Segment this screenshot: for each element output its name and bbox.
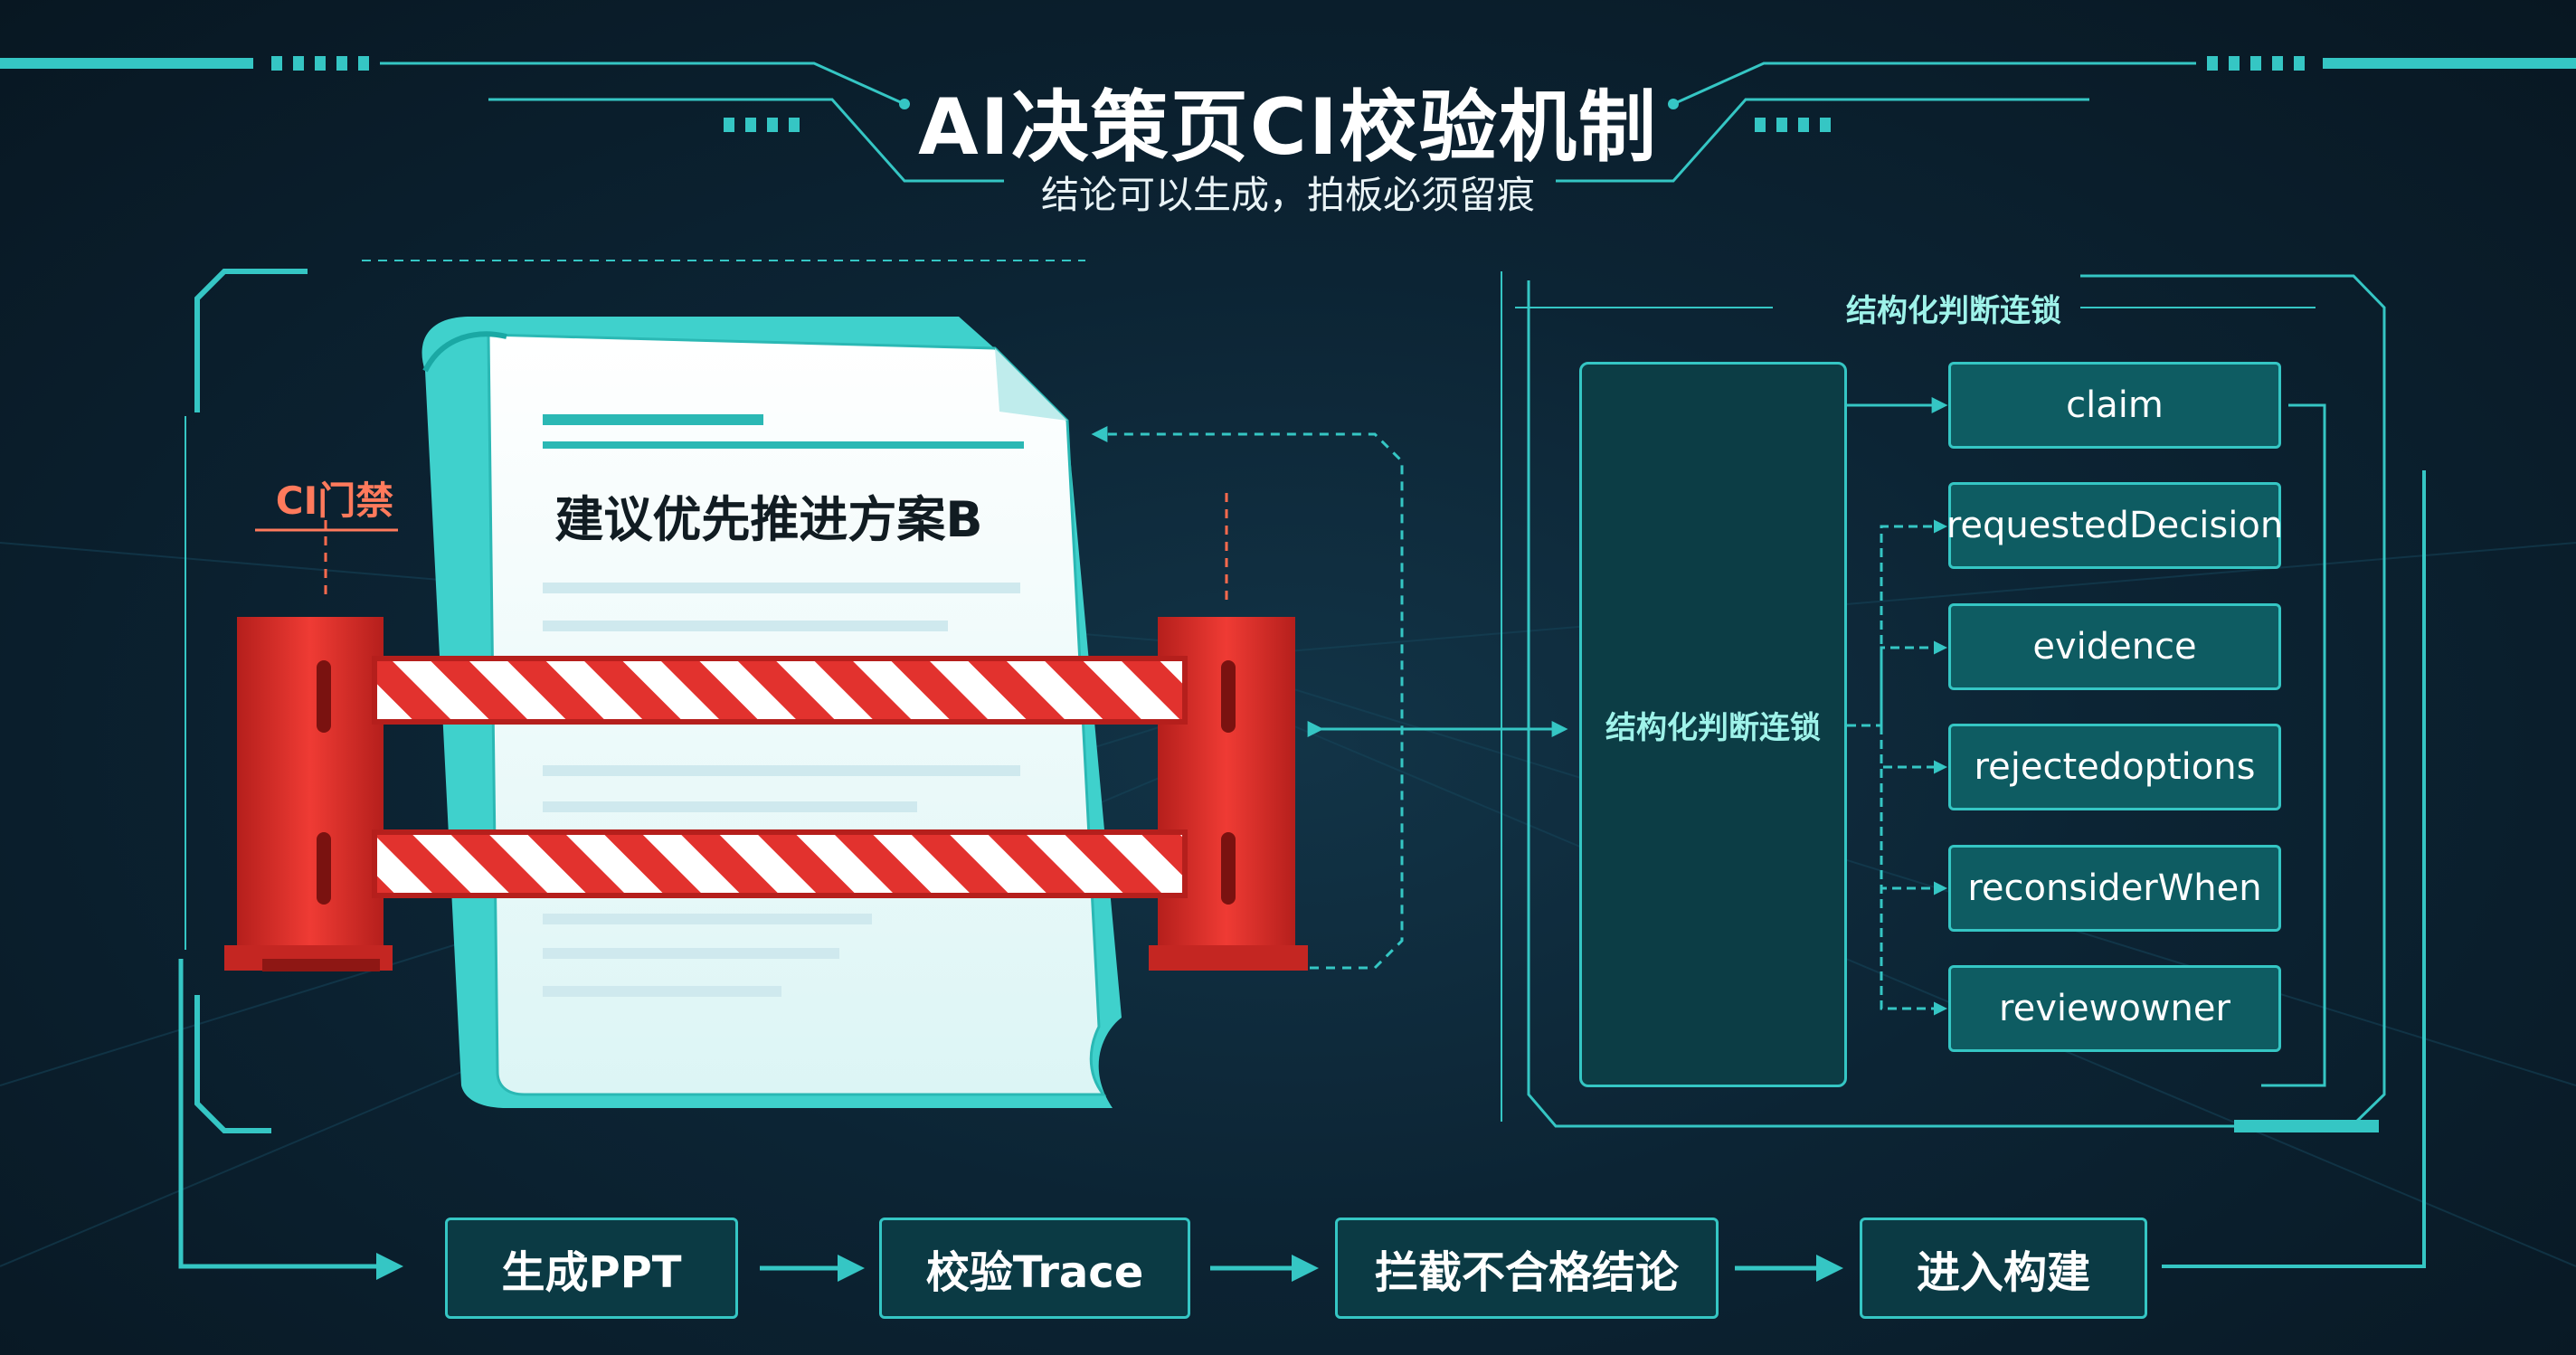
field-connectors (1847, 397, 1948, 1016)
header-decor (0, 56, 2576, 183)
link-arrow (1091, 426, 1568, 970)
document-heading: 建议优先推进方案B (554, 491, 983, 548)
barrier-bars (372, 656, 1188, 898)
page-subtitle: 结论可以生成，拍板必须留痕 (1040, 173, 1535, 217)
flow-step-verify-trace: 校验Trace (879, 1218, 1190, 1319)
barrier-pillar-left (224, 617, 393, 971)
field-reconsider-when: reconsiderWhen (1948, 845, 2281, 932)
field-rejected-options: rejectedoptions (1948, 724, 2281, 810)
flow-step-enter-build: 进入构建 (1860, 1218, 2147, 1319)
right-frame (1501, 271, 2426, 1268)
field-claim: claim (1948, 362, 2281, 449)
page-title: AI决策页CI校验机制 (918, 82, 1658, 173)
flow-step-block-conclusions: 拦截不合格结论 (1335, 1218, 1719, 1319)
panel-title: 结构化判断连锁 (1846, 293, 2061, 329)
field-review-owner: reviewowner (1948, 965, 2281, 1052)
document-illustration (421, 317, 1122, 1108)
field-requested-decision: requestedDecision (1946, 482, 2283, 569)
ci-gate-label: CI门禁 (275, 479, 394, 523)
flow-step-generate-ppt: 生成PPT (445, 1218, 738, 1319)
field-evidence: evidence (1948, 603, 2281, 690)
panel-center-label: 结构化判断连锁 (1605, 709, 1821, 746)
panel-center-box: 结构化判断连锁 (1579, 362, 1847, 1087)
gate-dashes (324, 493, 1228, 602)
left-frame (178, 260, 1085, 1280)
